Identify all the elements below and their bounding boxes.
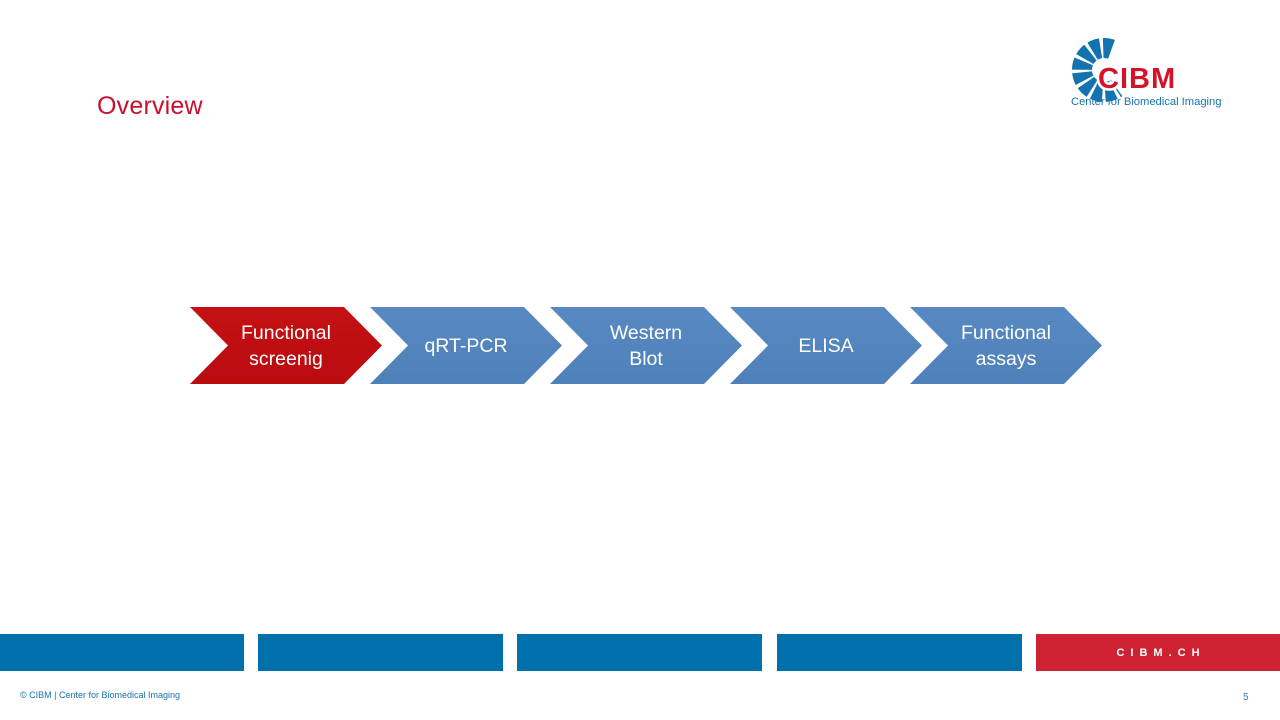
copyright-text: © CIBM | Center for Biomedical Imaging xyxy=(20,690,181,700)
cibm-logo: CIBM Center for Biomedical Imaging xyxy=(1068,24,1240,116)
fan-icon xyxy=(1072,38,1123,102)
cibm-ch-label: CIBM.CH xyxy=(1116,646,1206,659)
page-number: 5 xyxy=(1243,692,1249,703)
cibm-ch-bar: CIBM.CH xyxy=(1036,634,1280,671)
page-title: Overview xyxy=(97,92,203,120)
flow-step-functional-screening: Functional screenig xyxy=(190,307,382,384)
flow-step-label: Functional assays xyxy=(961,321,1051,370)
flow-step-label: ELISA xyxy=(798,334,854,357)
footer-bar-segment xyxy=(517,634,762,671)
footer-bar-segment xyxy=(0,634,244,671)
footer-bar-segment xyxy=(258,634,503,671)
flow-step-functional-assays: Functional assays xyxy=(910,307,1102,384)
logo-acronym: CIBM xyxy=(1098,63,1176,95)
footer-bar-segment xyxy=(777,634,1022,671)
cibm-logo-graphic: CIBM Center for Biomedical Imaging xyxy=(1071,38,1221,108)
flow-step-label: Western Blot xyxy=(609,321,683,370)
flow-step-western-blot: Western Blot xyxy=(550,307,742,384)
flow-step-label: Functional screenig xyxy=(241,321,331,370)
flow-step-elisa: ELISA xyxy=(730,307,922,384)
flow-step-qrt-pcr: qRT-PCR xyxy=(370,307,562,384)
flow-step-label: qRT-PCR xyxy=(424,334,508,357)
logo-tagline: Center for Biomedical Imaging xyxy=(1071,96,1221,108)
